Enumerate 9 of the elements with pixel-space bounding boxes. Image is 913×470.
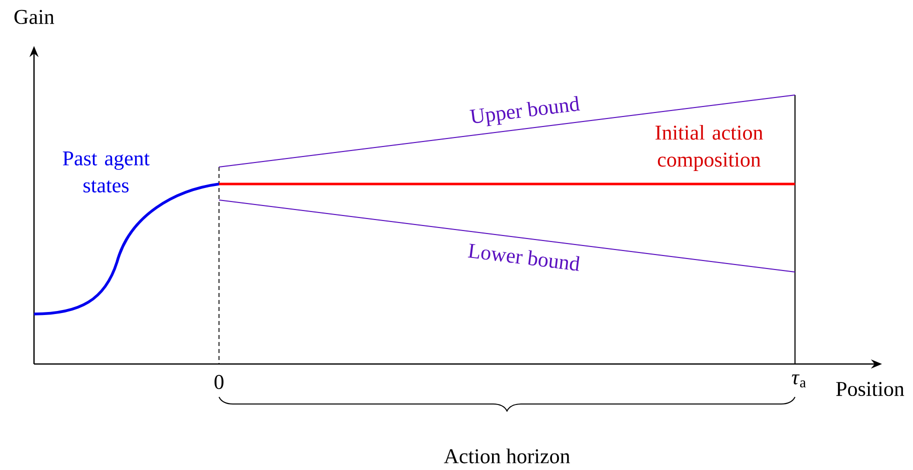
tick-label: 0: [214, 374, 224, 390]
axis-label: Gain: [14, 10, 54, 24]
tick-label: τ$_{a}$: [792, 374, 806, 388]
bound-label: Lower bound: [468, 244, 580, 271]
curve-label: Past agent states: [62, 152, 150, 192]
curve-label: Initial action composition: [656, 124, 763, 172]
bound-label: Upper bound: [470, 96, 580, 126]
axis-label: Position: [836, 382, 904, 396]
brace-label: Action horizon: [444, 448, 570, 464]
